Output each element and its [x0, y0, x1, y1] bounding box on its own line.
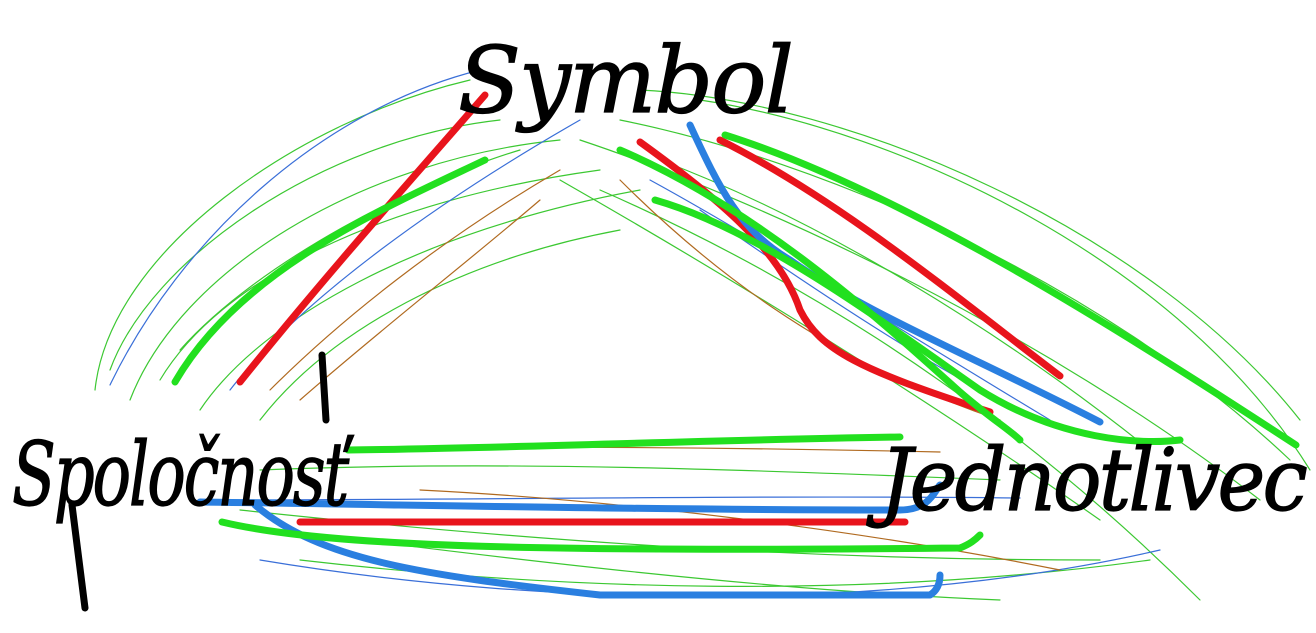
thin-stroke [639, 89, 1301, 421]
thin-stroke [109, 119, 501, 371]
node-label-left: Spoločnosť [12, 423, 354, 526]
node-label-top: Symbol [458, 27, 792, 134]
thin-stroke [299, 199, 541, 401]
node-label-right: Jednotlivec [866, 431, 1307, 531]
thin-stroke [259, 229, 621, 421]
thin-stroke [129, 139, 561, 401]
thin-stroke [599, 189, 1201, 601]
thin-stroke [94, 79, 471, 391]
thin-stroke [699, 99, 1311, 471]
pen-mark [318, 351, 330, 424]
thin-stroke [109, 69, 481, 386]
thin-stroke [199, 189, 641, 411]
thin-stroke [199, 496, 1021, 501]
thick-green-stroke [171, 156, 489, 386]
thick-green-stroke [218, 518, 984, 553]
thick-green-stroke [344, 433, 904, 454]
thin-stroke [269, 169, 561, 391]
thick-green-stroke [721, 131, 1300, 449]
edge-green-strokes [171, 131, 1300, 553]
thick-blue-stroke [196, 481, 944, 514]
thin-stroke [659, 159, 1151, 451]
thick-red-stroke [716, 136, 1064, 380]
pen-marks [68, 351, 330, 612]
thick-green-stroke [651, 196, 1184, 446]
thick-red-stroke [236, 91, 489, 386]
thin-stroke [159, 169, 601, 381]
pen-mark [68, 501, 89, 612]
thin-stroke [259, 465, 1001, 481]
